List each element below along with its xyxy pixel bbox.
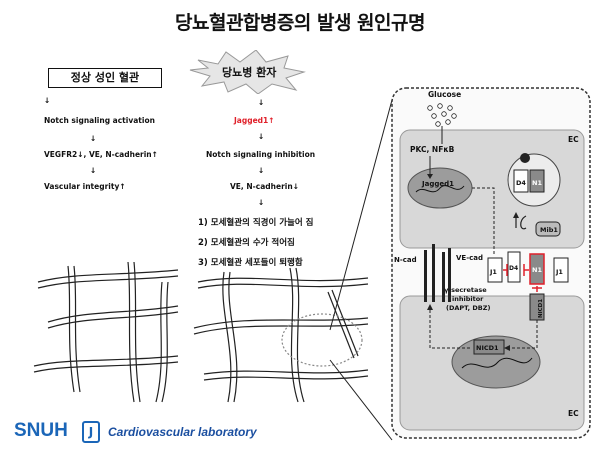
snuh-logo-mark: J	[82, 421, 100, 443]
zoom-lines	[329, 100, 393, 441]
consequence-1: 1) 모세혈관의 직경이 가늘어 짐	[198, 218, 314, 228]
left-step-1: Notch signaling activation	[44, 116, 155, 125]
mib1-shape	[535, 221, 561, 237]
inhibitor-line-2: inhibitor	[452, 295, 484, 303]
normal-vessel-header: 정상 성인 혈관	[48, 68, 162, 88]
j1-left-shape	[487, 257, 503, 283]
mid-step-cadherin: VE, N-cadherin↓	[230, 182, 299, 191]
normal-vessel-network	[33, 262, 179, 403]
normal-vessel-header-label: 정상 성인 혈관	[70, 71, 140, 84]
diabetes-header: 당뇨병 환자	[222, 66, 277, 79]
d4-mid-label: D4	[509, 265, 518, 272]
n1-mid-shape	[529, 253, 545, 285]
d4-label: D4	[516, 179, 526, 187]
ve-cad-bar-1	[442, 252, 445, 302]
inhibitor-line-3: (DAPT, DBZ)	[446, 304, 490, 312]
j1-right-label: J1	[555, 268, 563, 276]
d4-mid-shape	[507, 251, 521, 283]
consequence-3: 3) 모세혈관 세포들이 퇴행함	[198, 258, 303, 268]
left-step-2: VEGFR2↓, VE, N-cadherin↑	[44, 150, 158, 159]
glucose-dots	[427, 103, 457, 127]
left-arrow-3: ↓	[90, 166, 97, 175]
inhibitor-line-1: γ-secretase	[444, 286, 487, 294]
ve-cad-bar-2	[448, 248, 451, 302]
left-arrow-2: ↓	[90, 134, 97, 143]
j1-left-label: J1	[489, 268, 497, 276]
lab-name: Cardiovascular laboratory	[108, 425, 257, 439]
pkc-label: PKC, NFκB	[410, 145, 455, 154]
jagged-label: Jagged1	[421, 180, 454, 188]
mid-step-notch: Notch signaling inhibition	[206, 150, 316, 159]
ec-bottom-label: EC	[568, 409, 579, 418]
consequence-2: 2) 모세혈관의 수가 적어짐	[198, 238, 295, 248]
mid-arrow-4: ↓	[258, 198, 265, 207]
nicd1-nucleus-shape	[473, 339, 505, 355]
mib1-label: Mib1	[540, 226, 558, 234]
nicd1-release-label: NICD1	[538, 299, 544, 318]
diabetes-burst-shape	[189, 50, 306, 94]
left-step-3: Vascular integrity↑	[44, 182, 126, 191]
mid-arrow-1: ↓	[258, 98, 265, 107]
n1-mid-label: N1	[532, 266, 542, 274]
n-cad-bar-1	[424, 250, 427, 302]
n1-top-label: N1	[532, 179, 542, 187]
ec-top-label: EC	[568, 135, 579, 144]
ncad-label: N-cad	[394, 256, 417, 264]
j1-right-shape	[553, 257, 569, 283]
mid-step-jagged: Jagged1↑	[234, 116, 275, 125]
mid-arrow-3: ↓	[258, 166, 265, 175]
d4-shape	[513, 169, 529, 193]
glucose-label: Glucose	[428, 90, 461, 99]
vecad-label: VE-cad	[456, 254, 483, 262]
left-arrow-1: ↓	[44, 96, 51, 105]
diabetic-vessel-network	[193, 267, 369, 403]
vessel-sketches	[33, 262, 369, 403]
n-cad-bar-2	[432, 244, 435, 302]
n1-top-shape	[529, 169, 545, 193]
cell-diagram: Glucose EC EC PKC, NFκB Jagged1 D4 N1 Mi…	[391, 87, 591, 439]
mid-arrow-2: ↓	[258, 132, 265, 141]
page-title: 당뇨혈관합병증의 발생 원인규명	[175, 12, 425, 34]
snuh-logo: SNUH	[14, 420, 68, 441]
nicd1-nucleus-label: NICD1	[476, 344, 499, 352]
